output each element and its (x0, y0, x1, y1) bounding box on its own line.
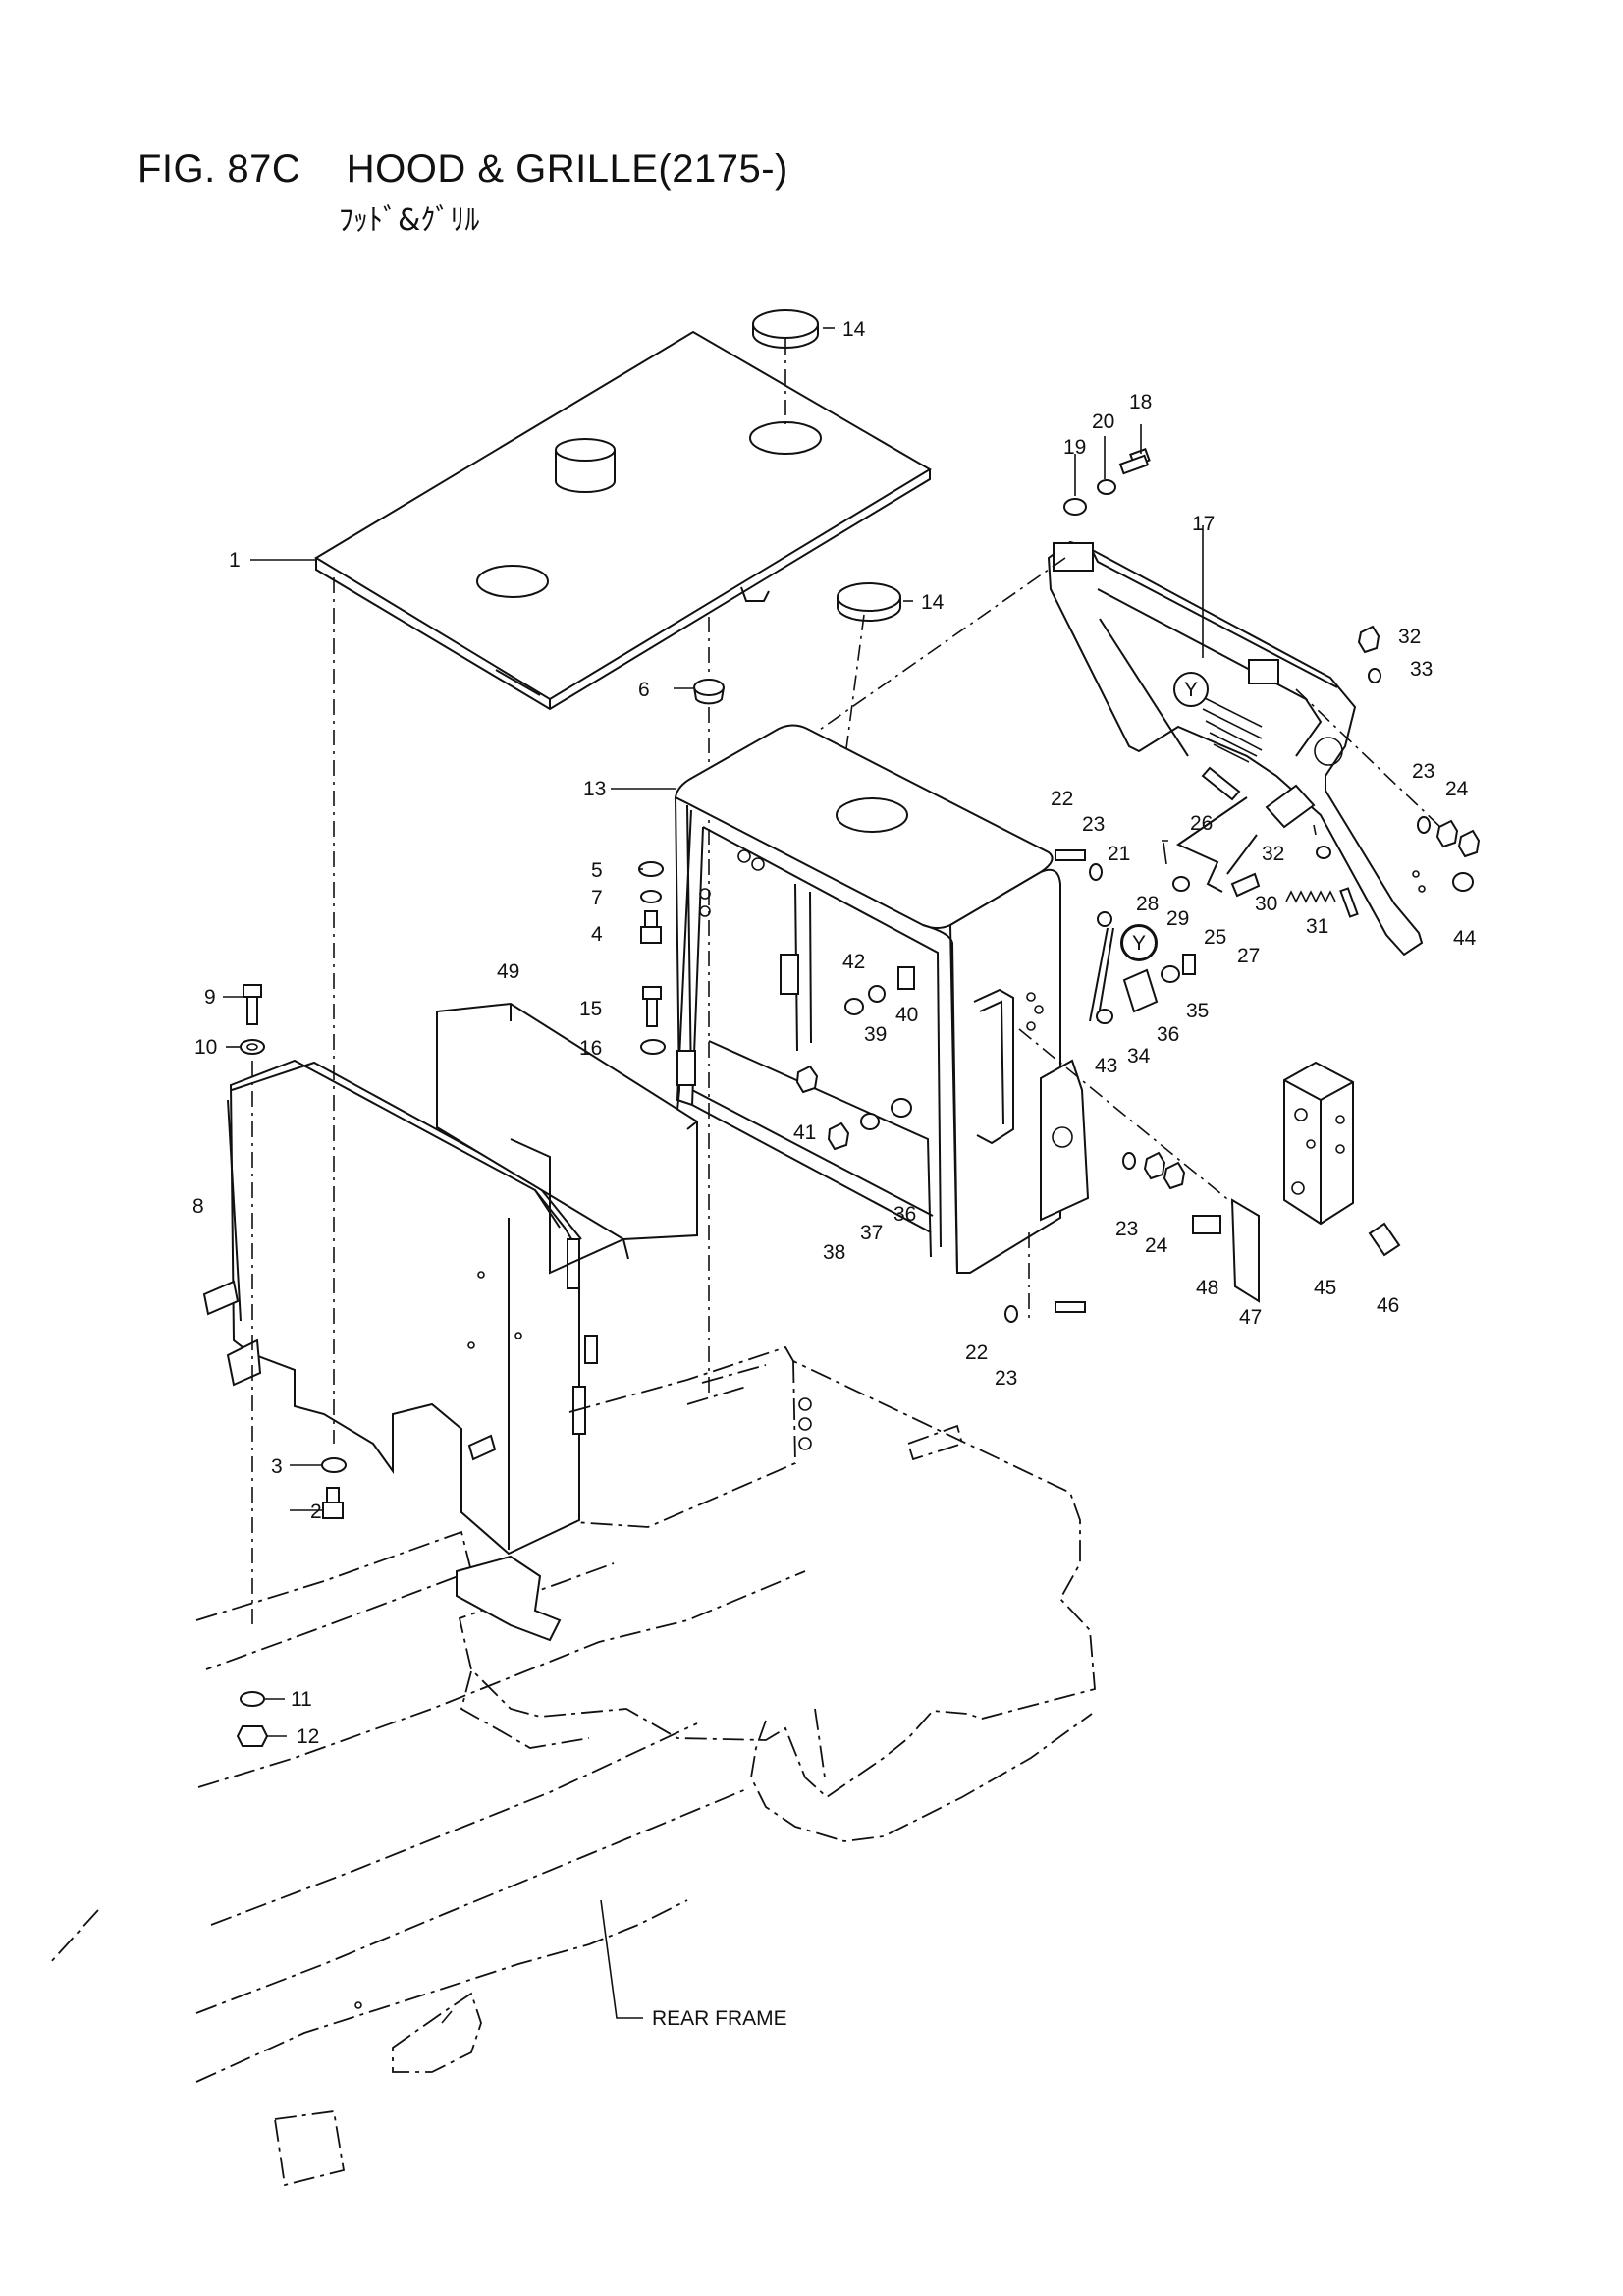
callout-32-upper: 32 (1398, 626, 1421, 648)
callout-34: 34 (1127, 1045, 1151, 1067)
cap-lower (837, 582, 901, 622)
view-marker-y-upper: Y (1173, 672, 1209, 707)
callout-1: 1 (229, 549, 241, 572)
callout-15: 15 (579, 998, 602, 1020)
rear-frame-callout: REAR FRAME (600, 1899, 787, 2030)
callout-12: 12 (297, 1725, 319, 1748)
callout-45: 45 (1314, 1277, 1336, 1299)
hood-frame (674, 724, 1090, 1274)
callout-47: 47 (1239, 1306, 1262, 1329)
callout-31: 31 (1306, 915, 1328, 938)
frame-bracket (456, 1555, 562, 1642)
leader-lines (223, 327, 1204, 1737)
callout-40: 40 (895, 1004, 918, 1026)
rear-frame (48, 1345, 1096, 2187)
grommet (693, 679, 725, 705)
figure-title: FIG. 87C HOOD & GRILLE(2175-) (137, 147, 788, 191)
callout-24-upper: 24 (1445, 778, 1469, 800)
callout-28: 28 (1136, 893, 1159, 915)
callout-38: 38 (823, 1241, 845, 1264)
callout-23-lower: 23 (995, 1367, 1017, 1390)
side-cover (202, 1059, 598, 1556)
callout-3: 3 (271, 1455, 283, 1478)
callout-17: 17 (1192, 513, 1215, 535)
callout-32-lower: 32 (1262, 843, 1284, 865)
callout-21: 21 (1108, 843, 1130, 865)
figure-subtitle: ﾌｯﾄﾞ&ｸﾞﾘﾙ (339, 203, 480, 238)
callout-14-lower: 14 (921, 591, 945, 614)
callout-14-upper: 14 (842, 318, 866, 341)
callout-4: 4 (591, 923, 603, 946)
seal (436, 1002, 698, 1275)
callout-9: 9 (204, 986, 216, 1009)
callout-41: 41 (793, 1121, 816, 1144)
lock-plate (1230, 1198, 1260, 1303)
view-marker-text: Y (1132, 932, 1146, 955)
callout-36-lower: 36 (893, 1203, 916, 1226)
rear-frame-label: REAR FRAME (652, 2007, 787, 2030)
callout-23-mid: 23 (1115, 1218, 1138, 1240)
callout-27: 27 (1237, 945, 1260, 967)
callout-26: 26 (1190, 812, 1213, 835)
callout-labels: 1 2 3 4 5 6 7 8 9 10 11 12 13 14 14 15 1… (192, 318, 1477, 1748)
callout-2: 2 (310, 1501, 322, 1523)
callout-39: 39 (864, 1023, 887, 1046)
hood-top-plate (314, 330, 932, 711)
callout-24-lower: 24 (1145, 1234, 1168, 1257)
view-marker-text: Y (1184, 679, 1198, 701)
callout-44: 44 (1453, 927, 1477, 950)
callout-36-upper: 36 (1157, 1023, 1179, 1046)
callout-42: 42 (842, 951, 865, 973)
callout-8: 8 (192, 1195, 204, 1218)
callout-10: 10 (194, 1036, 217, 1059)
callout-43: 43 (1095, 1055, 1117, 1077)
lock-box (1283, 1061, 1354, 1226)
callout-35: 35 (1186, 1000, 1209, 1022)
callout-20: 20 (1092, 410, 1114, 433)
callout-7: 7 (591, 887, 603, 909)
callout-48: 48 (1196, 1277, 1218, 1299)
callout-46: 46 (1377, 1294, 1399, 1317)
callout-13: 13 (583, 778, 606, 800)
callout-6: 6 (638, 679, 650, 701)
view-marker-y-lower: Y (1121, 925, 1157, 960)
figure-title-block: FIG. 87C HOOD & GRILLE(2175-) ﾌｯﾄﾞ&ｸﾞﾘﾙ (137, 147, 788, 239)
callout-49: 49 (497, 960, 519, 983)
callout-23-right: 23 (1412, 760, 1434, 783)
callout-11: 11 (291, 1688, 312, 1711)
callout-25: 25 (1204, 926, 1226, 949)
callout-16: 16 (579, 1037, 602, 1060)
callout-29: 29 (1166, 907, 1189, 930)
callout-19: 19 (1063, 436, 1086, 459)
grille (1047, 540, 1426, 957)
callout-5: 5 (591, 859, 603, 882)
callout-18: 18 (1129, 391, 1152, 413)
callout-22-lower: 22 (965, 1341, 988, 1364)
callout-37: 37 (860, 1222, 883, 1244)
callout-33: 33 (1410, 658, 1433, 681)
callout-23-upper: 23 (1082, 813, 1105, 836)
callout-30: 30 (1255, 893, 1277, 915)
callout-22-upper: 22 (1051, 788, 1073, 810)
